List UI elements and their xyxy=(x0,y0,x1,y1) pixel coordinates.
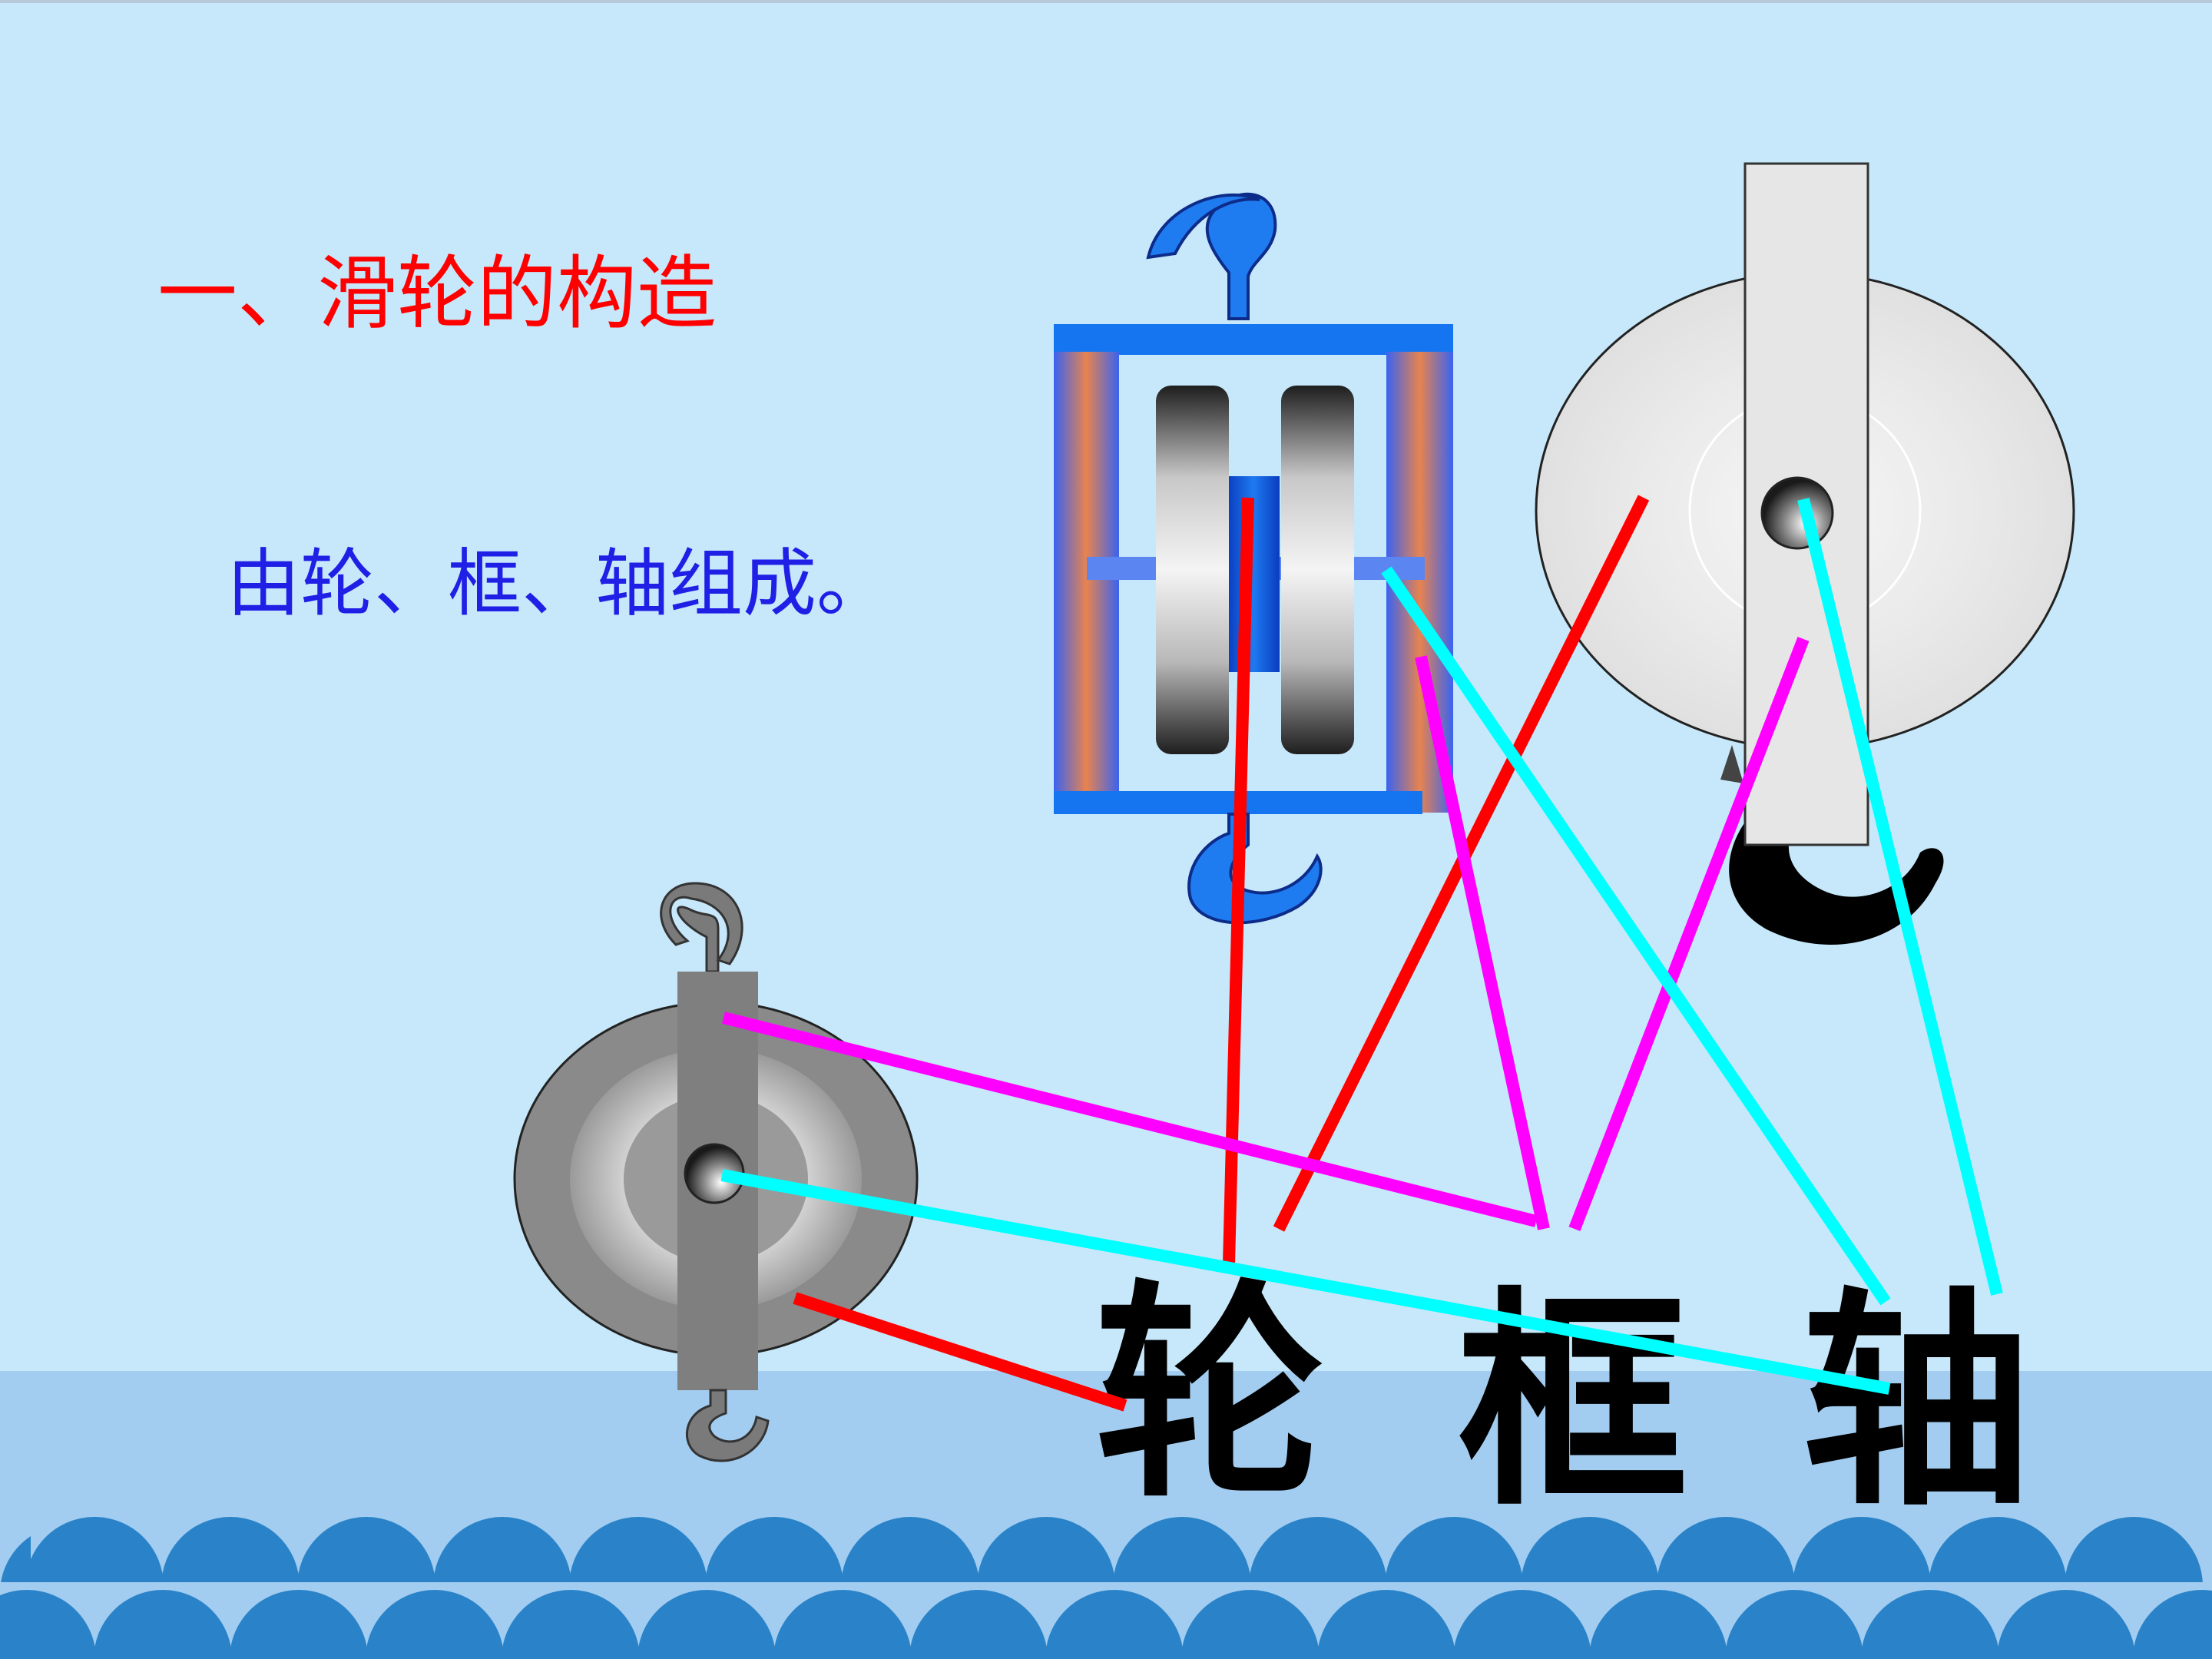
wheel-line-blue-pulley xyxy=(1223,497,1254,1264)
grey-hook-stem-icon xyxy=(677,906,720,973)
grey-hook-bottom-icon xyxy=(686,1389,770,1462)
slide-subtitle: 由轮、框、轴组成。 xyxy=(227,541,890,627)
wheel-line-grey-pulley xyxy=(793,1292,1128,1412)
label-frame: 框 xyxy=(1458,1269,1688,1537)
grey-hook-top-icon xyxy=(660,882,743,965)
frame-connector-lines xyxy=(722,637,1810,1231)
label-wheel: 轮 xyxy=(1094,1261,1325,1529)
axle-line-grey-pulley xyxy=(720,1169,1891,1395)
label-axle: 轴 xyxy=(1801,1269,2032,1537)
wheel-left xyxy=(1156,386,1229,754)
waves-front-row xyxy=(0,1590,2212,1659)
frame-line-blue-pulley xyxy=(1415,655,1550,1230)
axle-connector-lines xyxy=(720,498,2003,1395)
slide-title: 一、滑轮的构造 xyxy=(157,247,717,340)
frame-top-bar xyxy=(1054,324,1453,355)
wheel-right xyxy=(1281,386,1354,754)
top-border xyxy=(0,0,2212,3)
frame-line-large-pulley xyxy=(1568,637,1810,1231)
frame-left-side xyxy=(1054,352,1119,813)
large-axle-ball xyxy=(1760,476,1834,550)
hook-top-icon xyxy=(1205,192,1277,320)
frame-tab xyxy=(1720,745,1743,783)
axle-line-blue-pulley xyxy=(1381,566,1891,1306)
axle-line-large-pulley xyxy=(1797,498,2003,1296)
hook-curl-icon xyxy=(1146,193,1260,260)
frame-line-grey-pulley xyxy=(722,1012,1538,1227)
pulley-grey-left xyxy=(513,882,919,1462)
pulley-blue-frame xyxy=(1054,192,1453,925)
hook-bottom-icon xyxy=(1187,813,1323,925)
